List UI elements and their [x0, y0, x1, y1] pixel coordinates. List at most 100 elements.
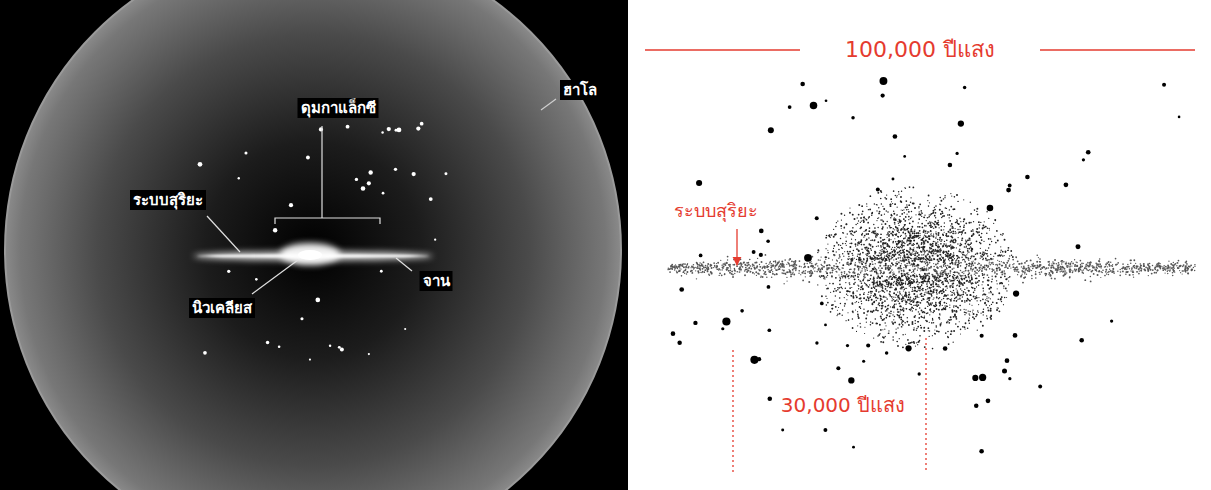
star-dot	[914, 268, 915, 269]
star-dot	[959, 229, 960, 230]
star-dot	[919, 226, 921, 228]
star-dot	[970, 282, 972, 284]
star-dot	[1000, 234, 1002, 236]
star-dot	[747, 264, 749, 266]
star-dot	[905, 235, 907, 237]
star-dot	[812, 273, 814, 275]
star-dot	[742, 266, 744, 268]
star-dot	[949, 285, 951, 287]
star-dot	[792, 273, 793, 274]
star-dot	[763, 273, 765, 275]
star-dot	[1057, 266, 1059, 268]
star-dot	[991, 241, 992, 242]
star-dot	[1121, 268, 1123, 270]
star-dot	[1099, 270, 1100, 271]
star-dot	[946, 268, 947, 269]
star-dot	[693, 268, 694, 269]
star-dot	[700, 269, 702, 271]
star-dot	[905, 259, 906, 260]
star-dot	[740, 262, 741, 263]
star-dot	[1134, 267, 1136, 269]
star-dot	[891, 296, 893, 298]
star-dot	[808, 271, 810, 273]
star-dot	[795, 270, 796, 271]
star-dot	[1041, 271, 1042, 272]
star-dot	[1159, 265, 1161, 267]
star-dot	[983, 309, 984, 310]
star-dot	[734, 269, 735, 270]
star-dot	[904, 274, 906, 276]
star-dot	[734, 270, 735, 271]
star-dot	[834, 254, 836, 256]
star-dot	[752, 263, 754, 265]
star-dot	[902, 324, 903, 325]
star-dot	[773, 261, 775, 263]
star-dot	[696, 262, 698, 264]
star-dot	[1005, 266, 1007, 268]
star-dot	[681, 264, 683, 266]
star-dot	[811, 263, 813, 265]
star-dot	[901, 190, 902, 191]
star-dot	[848, 259, 849, 260]
star-dot	[979, 270, 981, 272]
star-dot	[1170, 263, 1172, 265]
star-dot	[966, 245, 967, 246]
star-dot	[984, 265, 986, 267]
star-dot	[879, 283, 880, 284]
star-dot	[1003, 270, 1005, 272]
star-dot	[978, 275, 980, 277]
star-dot	[879, 270, 880, 271]
star-dot	[942, 275, 943, 276]
star-dot	[969, 238, 971, 240]
star-dot	[1117, 262, 1119, 264]
star-dot	[889, 267, 891, 269]
star-dot	[1088, 270, 1089, 271]
star-dot	[885, 258, 887, 260]
star-dot	[1185, 262, 1187, 264]
halo-star	[394, 168, 397, 171]
star-dot	[977, 272, 978, 273]
star-dot	[986, 253, 988, 255]
star-dot	[994, 236, 995, 237]
halo-star	[368, 170, 372, 174]
star-dot	[726, 269, 728, 271]
star-dot	[1096, 266, 1098, 268]
star-dot	[716, 263, 717, 264]
star-dot	[820, 277, 821, 278]
star-dot	[1132, 274, 1134, 276]
star-dot	[770, 261, 771, 262]
star-dot	[844, 271, 846, 273]
star-dot	[759, 266, 761, 268]
star-dot	[668, 269, 669, 270]
halo-star	[368, 353, 370, 355]
star-dot	[732, 276, 734, 278]
star-dot	[892, 254, 894, 256]
star-dot	[1048, 267, 1049, 268]
star-dot	[1016, 270, 1018, 272]
star-dot	[674, 265, 676, 267]
star-dot	[790, 275, 792, 277]
star-dot	[866, 261, 867, 262]
star-dot	[954, 262, 956, 264]
star-dot	[1070, 268, 1071, 269]
star-dot	[880, 291, 881, 292]
star-dot	[903, 270, 905, 272]
star-dot	[788, 263, 790, 265]
star-dot	[963, 271, 964, 272]
halo-star	[244, 151, 247, 154]
star-dot	[882, 226, 884, 228]
star-dot	[1143, 263, 1145, 265]
star-dot	[1002, 265, 1004, 267]
star-dot	[728, 267, 729, 268]
star-dot	[959, 286, 960, 287]
star-dot	[1069, 264, 1071, 266]
star-dot	[711, 273, 713, 275]
star-dot	[771, 266, 772, 267]
star-dot	[1089, 269, 1091, 271]
halo-star	[203, 351, 207, 355]
star-dot	[851, 287, 852, 288]
star-dot	[1122, 267, 1124, 269]
star-dot	[786, 280, 787, 281]
star-dot	[971, 264, 972, 265]
star-dot	[1090, 262, 1092, 264]
